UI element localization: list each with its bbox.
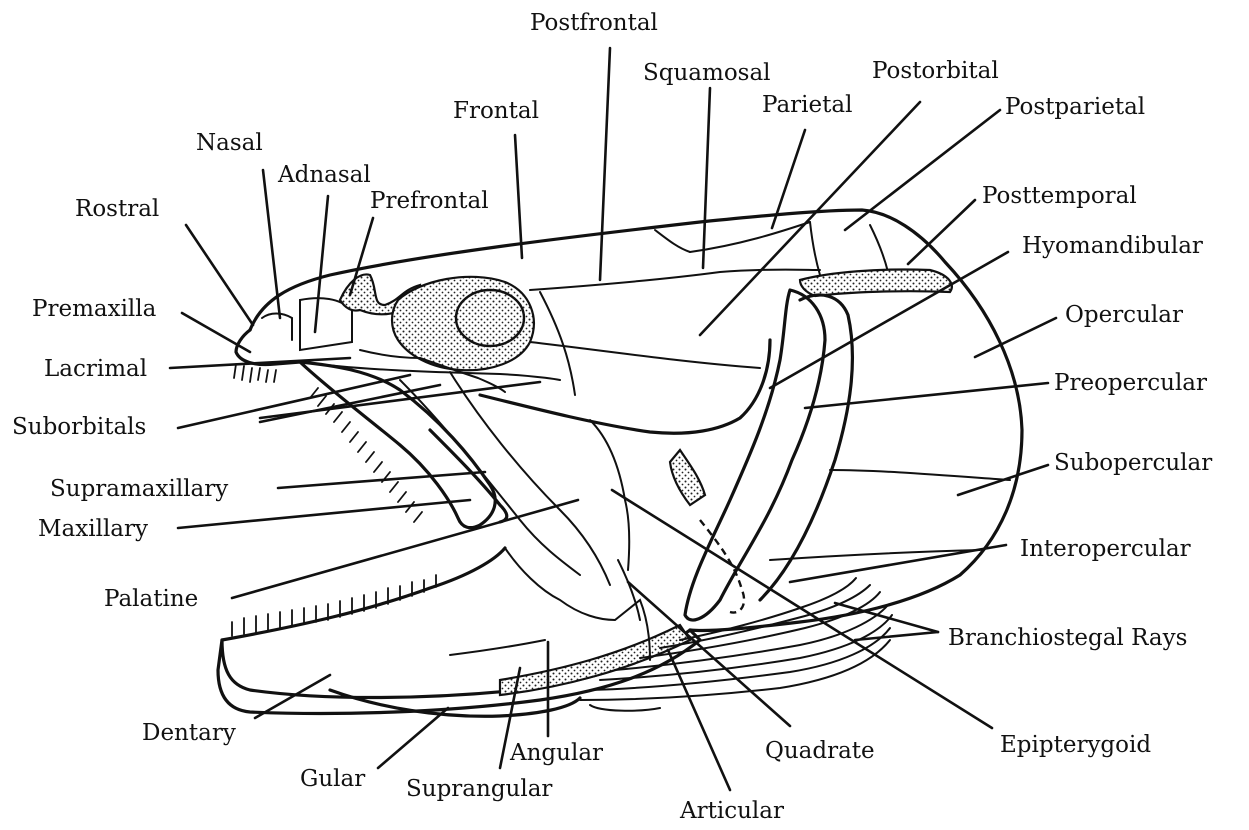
opercular-suture [830,470,1010,480]
leader-subopercular [958,465,1048,495]
lower-jaw-outline [218,630,700,714]
adnasal-bone [262,314,292,341]
leader-gular [378,708,448,768]
label-postorbital: Postorbital [872,58,999,84]
label-interopercular: Interopercular [1020,536,1191,562]
preopercular-bone [760,295,852,600]
leader-postfrontal [600,48,610,280]
label-branchiostegal-rays: Branchiostegal Rays [948,625,1187,651]
label-subopercular: Subopercular [1054,450,1212,476]
leader-suborbitals-1 [178,375,410,428]
posterior-cartilage-band [800,269,952,296]
hyomandibular-bone [685,290,825,620]
label-gular: Gular [300,766,365,792]
label-articular: Articular [679,798,784,824]
hyomandibular-cartilage [670,450,705,505]
branchiostegal-rays [580,578,892,711]
label-epipterygoid: Epipterygoid [1000,732,1151,758]
skull-drawing [218,210,1022,716]
lower-teeth [232,575,436,636]
orbit [392,277,534,370]
label-quadrate: Quadrate [765,738,875,764]
leader-postparietal [845,110,1000,230]
leader-supramaxillary [278,472,485,488]
label-suprangular: Suprangular [406,776,552,802]
leader-frontal [515,135,522,258]
label-angular: Angular [509,740,603,766]
label-preopercular: Preopercular [1054,370,1207,396]
leader-epipterygoid [612,490,992,728]
label-maxillary: Maxillary [38,516,148,542]
leader-posttemporal [908,200,975,264]
label-parietal: Parietal [762,92,852,118]
epipterygoid-line [590,420,629,570]
label-posttemporal: Posttemporal [982,183,1137,209]
leader-lacrimal [170,358,350,368]
leader-adnasal [315,196,328,332]
label-supramaxillary: Supramaxillary [50,476,228,502]
label-suborbitals: Suborbitals [12,414,146,440]
label-postfrontal: Postfrontal [530,10,658,36]
pterygoid-line [450,372,610,585]
label-frontal: Frontal [453,98,539,124]
label-prefrontal: Prefrontal [370,188,489,214]
leader-maxillary [178,500,470,528]
postparietal-suture [810,222,820,275]
frontal-suture [530,270,820,291]
label-nasal: Nasal [196,130,263,156]
leader-palatine [232,500,578,598]
leader-preopercular [805,383,1048,408]
leader-squamosal [703,88,710,268]
leader-rostral [186,225,253,325]
postfrontal-suture [655,230,690,252]
leader-opercular [975,318,1056,357]
label-palatine: Palatine [104,586,198,612]
leader-premaxilla [182,313,250,352]
label-postparietal: Postparietal [1005,94,1145,120]
snout-outline [236,330,300,365]
articular-cartilage [500,625,690,695]
label-squamosal: Squamosal [643,60,771,86]
labels: Postfrontal Squamosal Postorbital Pariet… [12,10,1212,824]
label-rostral: Rostral [75,196,159,222]
posttemporal-suture [870,225,888,272]
label-hyomandibular: Hyomandibular [1022,233,1203,259]
label-opercular: Opercular [1065,302,1183,328]
leader-nasal [263,170,280,318]
label-adnasal: Adnasal [277,162,371,188]
label-lacrimal: Lacrimal [44,356,147,382]
label-premaxilla: Premaxilla [32,296,157,322]
suprangular-bone [450,640,545,655]
label-dentary: Dentary [142,720,236,746]
